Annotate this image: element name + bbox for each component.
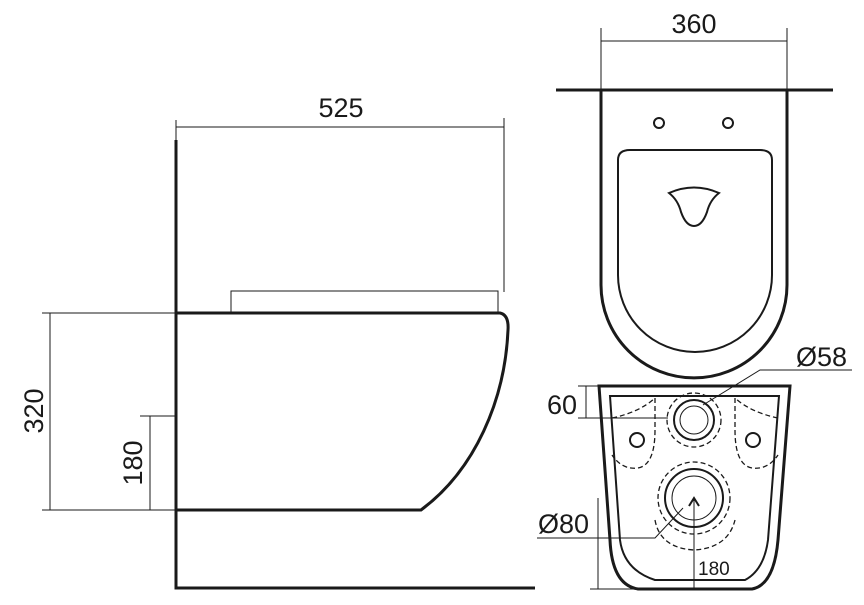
top-drain-outlet [667,186,721,228]
dim-320-label: 320 [19,388,49,433]
side-view: 525 320 180 [19,93,535,590]
rear-view: Ø58 60 Ø80 180 [537,342,852,591]
rear-outlet-58-outer [666,392,722,448]
dim-60-label: 60 [547,390,577,420]
dim-525-label: 525 [318,93,363,123]
dim-58-leader [702,369,852,406]
top-fixing-hole-right [722,117,734,129]
dim-80-label: Ø80 [538,509,589,539]
dim-180-rear-label: 180 [698,559,730,580]
rear-body-outer [597,384,792,591]
dim-80-leader [537,507,684,539]
rear-outlet-58 [673,399,715,441]
top-bowl-inner [617,149,773,353]
rear-outlet-58-inner [679,405,709,435]
rear-fixing-hole-left [629,432,645,448]
rear-body-inner [608,395,781,581]
top-bowl-outer [599,90,789,380]
dim-180-rear-arrow [688,496,700,507]
dim-360-label: 360 [671,9,716,39]
rear-hidden-contour-left [611,396,656,469]
rear-hidden-contour-bottom [654,519,736,551]
top-view: 360 [556,9,833,380]
dim-58-label: Ø58 [796,342,847,372]
side-wall-line [174,140,535,590]
side-seat-lid [230,290,499,313]
dim-180-side-label: 180 [118,440,148,485]
rear-fixing-hole-right [745,432,761,448]
rear-hidden-contour-right [734,396,779,469]
side-bowl-outline [176,311,510,512]
top-fixing-hole-left [653,117,665,129]
